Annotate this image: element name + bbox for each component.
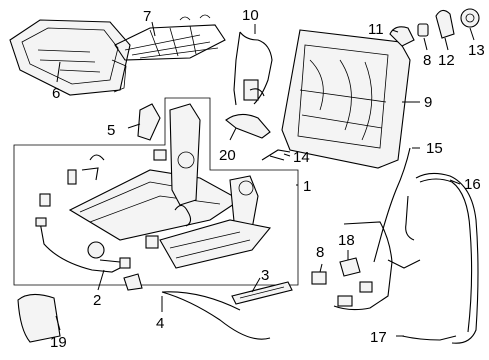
seat-wiring-harness — [333, 221, 421, 311]
part-20-cover — [225, 113, 271, 139]
callout-10: 10 — [242, 7, 259, 24]
callout-4: 4 — [156, 315, 164, 332]
part-12-clip — [435, 9, 455, 39]
callout-8: 8 — [423, 52, 431, 69]
callout-11: 11 — [368, 21, 384, 38]
part-3-tube — [231, 281, 293, 305]
part-16-cable — [405, 172, 479, 344]
part-1-seat-adjuster — [39, 103, 272, 269]
part-17-cable — [401, 335, 457, 341]
part-6-cushion-frame — [9, 19, 131, 96]
part-2-harness — [35, 217, 131, 273]
connector-small — [123, 273, 143, 291]
part-1-assembly-box — [13, 97, 299, 286]
callout-7: 7 — [143, 8, 151, 25]
part-8-clip-top — [417, 23, 429, 37]
callout-20: 20 — [219, 147, 236, 164]
part-7-spring-mat — [114, 14, 226, 61]
callout-9: 9 — [424, 94, 432, 111]
part-10-cable — [233, 31, 273, 106]
part-8-connector-lower — [311, 271, 327, 285]
callout-3: 3 — [261, 267, 269, 284]
callout-18: 18 — [338, 232, 355, 249]
callout-1: 1 — [303, 178, 311, 195]
part-4-cable — [161, 291, 271, 340]
part-13-clip — [460, 8, 480, 28]
callout-5: 5 — [107, 122, 115, 139]
leader-lines — [55, 21, 475, 337]
part-5-bracket — [137, 103, 161, 141]
callout-8-lower: 8 — [316, 244, 324, 261]
callout-15: 15 — [426, 140, 443, 157]
callout-12: 12 — [438, 52, 455, 69]
part-14-lever — [261, 149, 291, 161]
part-19-trim-cover — [17, 293, 61, 343]
callout-13: 13 — [468, 42, 485, 59]
part-9-seatback-frame — [281, 29, 411, 169]
callout-2: 2 — [93, 292, 101, 309]
callout-19: 19 — [50, 334, 67, 351]
callout-6: 6 — [52, 85, 60, 102]
callout-17: 17 — [370, 329, 387, 346]
callout-16: 16 — [464, 176, 481, 193]
callout-14: 14 — [293, 149, 310, 166]
part-18-connector — [339, 257, 361, 277]
